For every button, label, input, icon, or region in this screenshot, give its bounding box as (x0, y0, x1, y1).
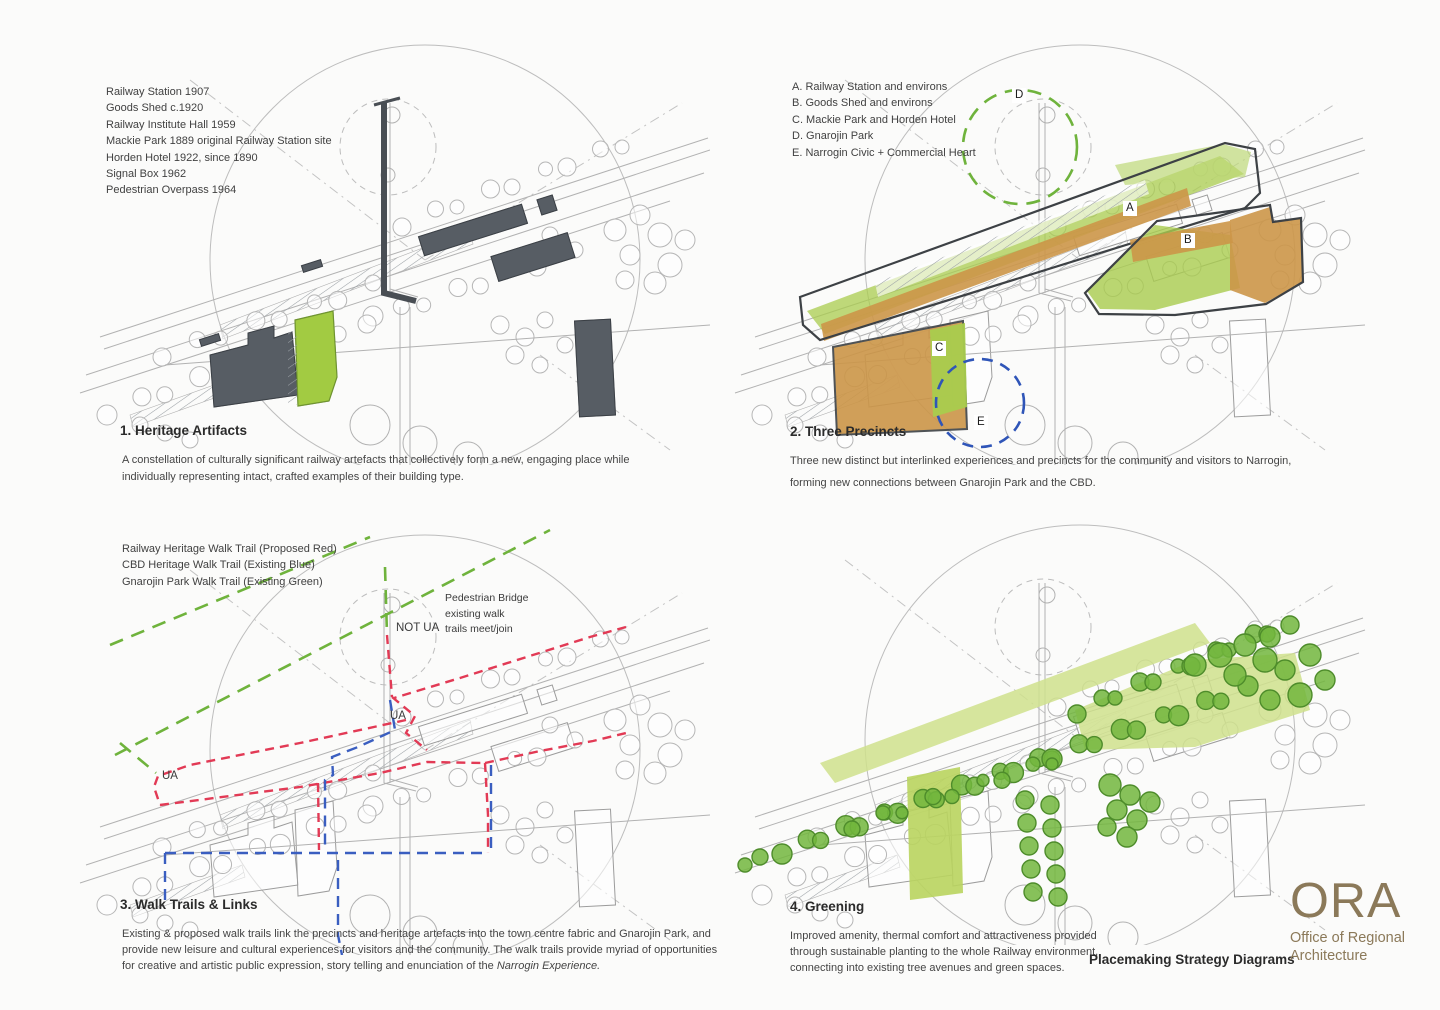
mackie-park-parcel (294, 310, 338, 407)
legend-line: E. Narrogin Civic + Commercial Heart (792, 146, 976, 159)
legend-line: Railway Institute Hall 1959 (106, 118, 236, 131)
trails-plan-svg (79, 528, 710, 955)
institute-hall-building (573, 318, 617, 418)
railway-walk-trail-red (152, 625, 627, 853)
heritage-legend: Railway Station 1907 Goods Shed c.1920 R… (106, 84, 332, 199)
precinct-label-e: E (974, 415, 988, 430)
not-ua-label: NOT UA (396, 622, 440, 634)
greening-plan-svg (734, 524, 1366, 945)
base-site-sketch (734, 524, 1366, 945)
goods-shed-building (490, 231, 576, 283)
precincts-legend: A. Railway Station and environs B. Goods… (792, 79, 976, 161)
legend-line: Railway Heritage Walk Trail (Proposed Re… (122, 543, 337, 555)
tree-planting-circles (737, 615, 1336, 907)
legend-line: CBD Heritage Walk Trail (Existing Blue) (122, 559, 315, 572)
precinct-label-b: B (1181, 233, 1195, 248)
precinct-label-d: D (1012, 88, 1027, 103)
legend-line: C. Mackie Park and Horden Hotel (792, 113, 956, 126)
diagram-walk-trails: Pedestrian Bridge existing walk trails m… (70, 515, 710, 955)
document-title: Placemaking Strategy Diagrams (1089, 952, 1295, 967)
legend-line: Railway Station 1907 (106, 86, 210, 98)
gnarojin-park-circle (961, 88, 1079, 206)
diagram-greening (725, 505, 1405, 945)
heritage-plan-svg (79, 44, 710, 465)
ua-label-mid: UA (390, 710, 406, 722)
legend-line: Horden Hotel 1922, since 1890 (106, 151, 258, 164)
precinct-label-c: C (932, 341, 947, 356)
precinct-a-railway-station (798, 141, 1262, 342)
ora-logo-acronym: ORA (1290, 873, 1402, 928)
section2-description: Three new distinct but interlinked exper… (790, 455, 1292, 489)
section3-title: 3. Walk Trails & Links (120, 897, 258, 912)
cbd-walk-trail-blue (163, 699, 493, 955)
ua-label-left: UA (162, 770, 178, 782)
legend-line: A. Railway Station and environs (792, 81, 948, 93)
legend-line: Signal Box 1962 (106, 168, 187, 181)
heritage-buildings-overlay (198, 96, 617, 418)
section1-description: A constellation of culturally significan… (122, 454, 630, 483)
pedestrian-overpass (381, 103, 417, 304)
legend-line: Gnarojin Park Walk Trail (Existing Green… (122, 575, 323, 588)
legend-line: B. Goods Shed and environs (792, 97, 933, 110)
section4-title: 4. Greening (790, 899, 865, 914)
railway-station-building (417, 203, 529, 257)
legend-line: D. Gnarojin Park (792, 130, 874, 143)
section2-title: 2. Three Precincts (790, 424, 907, 439)
section4-description: Improved amenity, thermal comfort and at… (790, 930, 1099, 975)
trails-legend: Railway Heritage Walk Trail (Proposed Re… (122, 541, 337, 590)
ora-logo-subtitle: Office of Regional Architecture (1290, 930, 1405, 964)
section1-title: 1. Heritage Artifacts (120, 423, 248, 438)
base-site-sketch (79, 534, 710, 955)
legend-line: Goods Shed c.1920 (106, 102, 204, 115)
precinct-label-a: A (1123, 201, 1137, 216)
bridge-annotation: Pedestrian Bridge existing walk trails m… (445, 592, 529, 635)
precinct-e-civic-circle (934, 357, 1026, 449)
signal-box-building (536, 194, 558, 216)
diagram-heritage-artifacts (70, 25, 710, 465)
legend-line: Pedestrian Overpass 1964 (106, 184, 237, 197)
italic-phrase: Narrogin Experience. (496, 960, 601, 973)
diagram-three-precincts: A B C D E (725, 25, 1405, 465)
section3-description: Existing & proposed walk trails link the… (122, 928, 718, 973)
gnarojin-walk-trail-green (109, 528, 551, 774)
horden-hotel-building (209, 325, 299, 408)
legend-line: Mackie Park 1889 original Railway Statio… (106, 135, 332, 148)
ora-logo: ORA Office of Regional Architecture (1290, 873, 1440, 965)
